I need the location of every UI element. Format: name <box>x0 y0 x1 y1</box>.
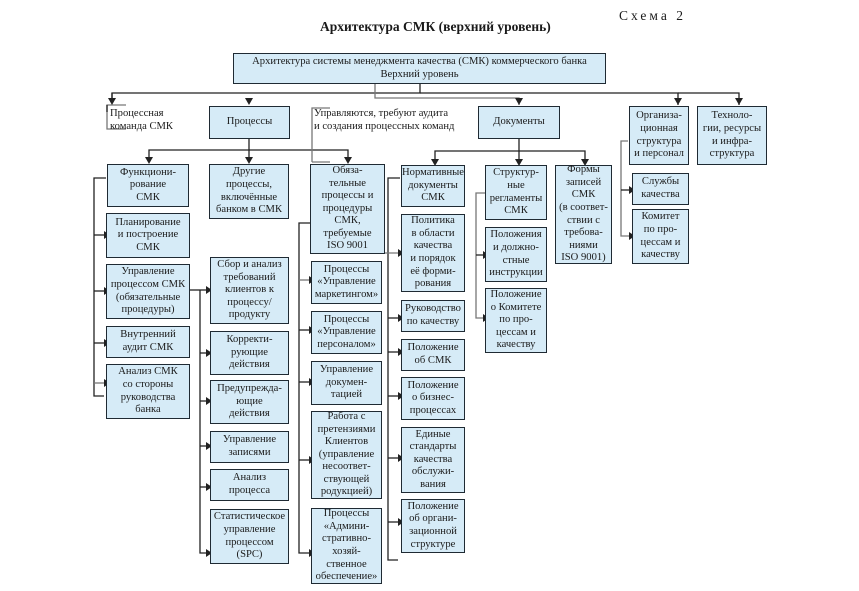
box-administrative: Процессы «Админи- стративно- хозяй- стве… <box>311 508 382 584</box>
box-documentation: Управление докумен- тацией <box>311 361 382 405</box>
box-quality-manual: Руководство по качеству <box>401 300 465 332</box>
box-process-analysis: Анализ процесса <box>210 469 289 501</box>
box-internal-audit: Внутренний аудит СМК <box>106 326 190 358</box>
box-other-processes: Другие процессы, включённые банком в СМК <box>209 164 289 219</box>
box-quality-policy: Политика в области качества и порядок её… <box>401 214 465 292</box>
box-org-structure-reg: Положение об органи- зационной структуре <box>401 499 465 553</box>
box-personnel: Процессы «Управление персоналом» <box>311 311 382 354</box>
box-requirements-analysis: Сбор и анализ требований клиентов к проц… <box>210 257 289 324</box>
scheme-label: Схема 2 <box>619 8 686 23</box>
box-normative-docs: Нормативные документы СМК <box>401 165 465 207</box>
box-structural-regs: Структур- ные регламенты СМК <box>485 165 547 220</box>
box-management-review: Анализ СМК со стороны руководства банка <box>106 364 190 419</box>
box-documents: Документы <box>478 106 560 139</box>
box-technologies: Техноло- гии, ресурсы и инфра- структура <box>697 106 767 165</box>
box-process-management: Управление процессом СМК (обязательные п… <box>106 264 190 319</box>
box-marketing: Процессы «Управление маркетингом» <box>311 261 382 304</box>
box-functioning: Функциони- рование СМК <box>107 164 189 207</box>
box-processes: Процессы <box>209 106 290 139</box>
box-mandatory-processes: Обяза- тельные процессы и процедуры СМК,… <box>310 164 385 254</box>
box-service-standards: Единые стандарты качества обслужи- вания <box>401 427 465 493</box>
root-box: Архитектура системы менеджмента качества… <box>233 53 606 84</box>
box-quality-services: Службы качества <box>632 173 689 205</box>
box-committee-regulation: Положение о Комитете по про- цессам и ка… <box>485 288 547 353</box>
box-org-structure: Организа- ционная структура и персонал <box>629 106 689 165</box>
box-job-descriptions: Положения и должно- стные инструкции <box>485 227 547 282</box>
note-audit: Управляются, требуют аудита и создания п… <box>314 108 455 132</box>
box-qms-regulation: Положение об СМК <box>401 339 465 371</box>
note-process-team: Процессная команда СМК <box>110 108 173 132</box>
box-preventive-actions: Предупрежда- ющие действия <box>210 380 289 424</box>
box-record-forms: Формы записей СМК (в соответ- ствии с тр… <box>555 164 612 264</box>
box-complaints: Работа с претензиями Клиентов (управлени… <box>311 411 382 499</box>
diagram-title: Архитектура СМК (верхний уровень) <box>320 19 551 34</box>
box-corrective-actions: Корректи- рующие действия <box>210 331 289 375</box>
box-records-management: Управление записями <box>210 431 289 463</box>
box-business-processes-reg: Положение о бизнес- процессах <box>401 377 465 420</box>
box-planning: Планирование и построение СМК <box>106 213 190 258</box>
box-process-committee: Комитет по про- цессам и качеству <box>632 209 689 264</box>
box-spc: Статистическое управление процессом (SPC… <box>210 509 289 564</box>
